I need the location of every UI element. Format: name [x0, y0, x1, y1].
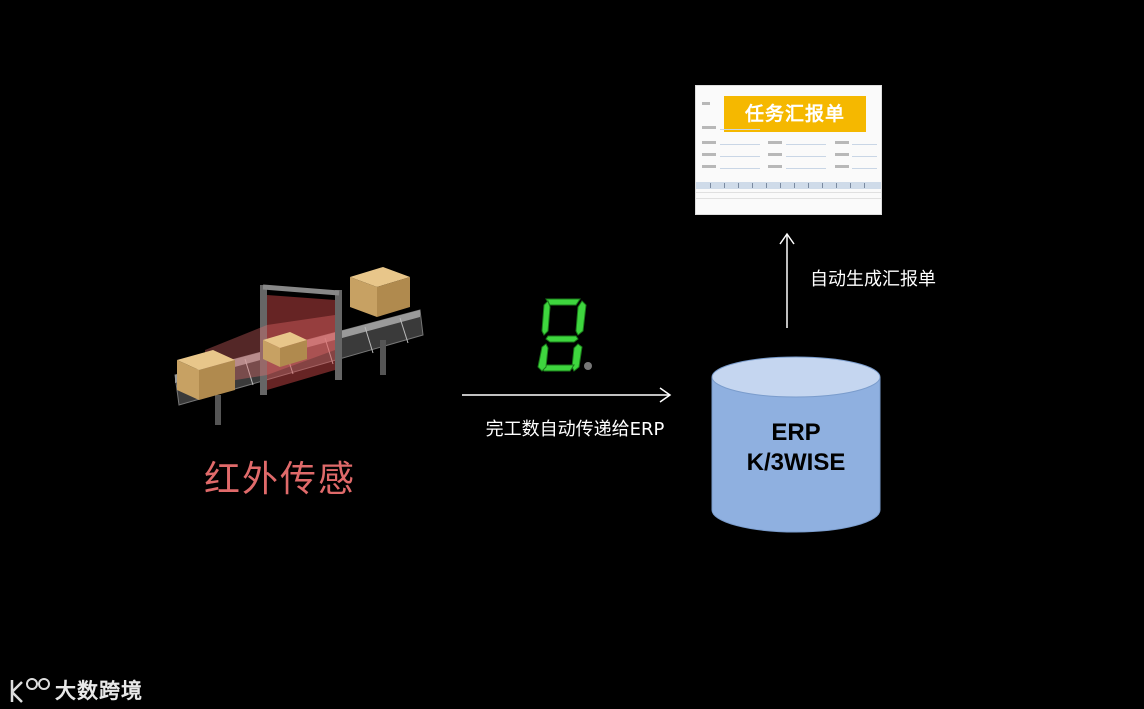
database-label: ERP K/3WISE	[710, 418, 882, 478]
report-form-thumbnail: 任务汇报单	[695, 85, 882, 215]
generate-report-label: 自动生成汇报单	[810, 269, 936, 290]
seven-segment-display-icon	[537, 298, 592, 372]
arrow-right-icon	[462, 387, 672, 403]
database-cylinder	[711, 356, 881, 533]
database-label-line2: K/3WISE	[746, 449, 846, 476]
database-label-line1: ERP	[771, 419, 821, 446]
conveyor-sensor-illustration	[174, 267, 424, 425]
report-badge: 任务汇报单	[724, 96, 866, 132]
box-middle	[263, 332, 307, 367]
watermark-text: 大数跨境	[55, 679, 143, 703]
arrow-up-icon	[779, 232, 795, 328]
box-right	[350, 267, 410, 317]
transfer-label: 完工数自动传递给ERP	[485, 419, 665, 440]
sensor-label: 红外传感	[203, 459, 356, 500]
box-left	[177, 350, 235, 400]
watermark-logo-icon	[10, 678, 50, 703]
